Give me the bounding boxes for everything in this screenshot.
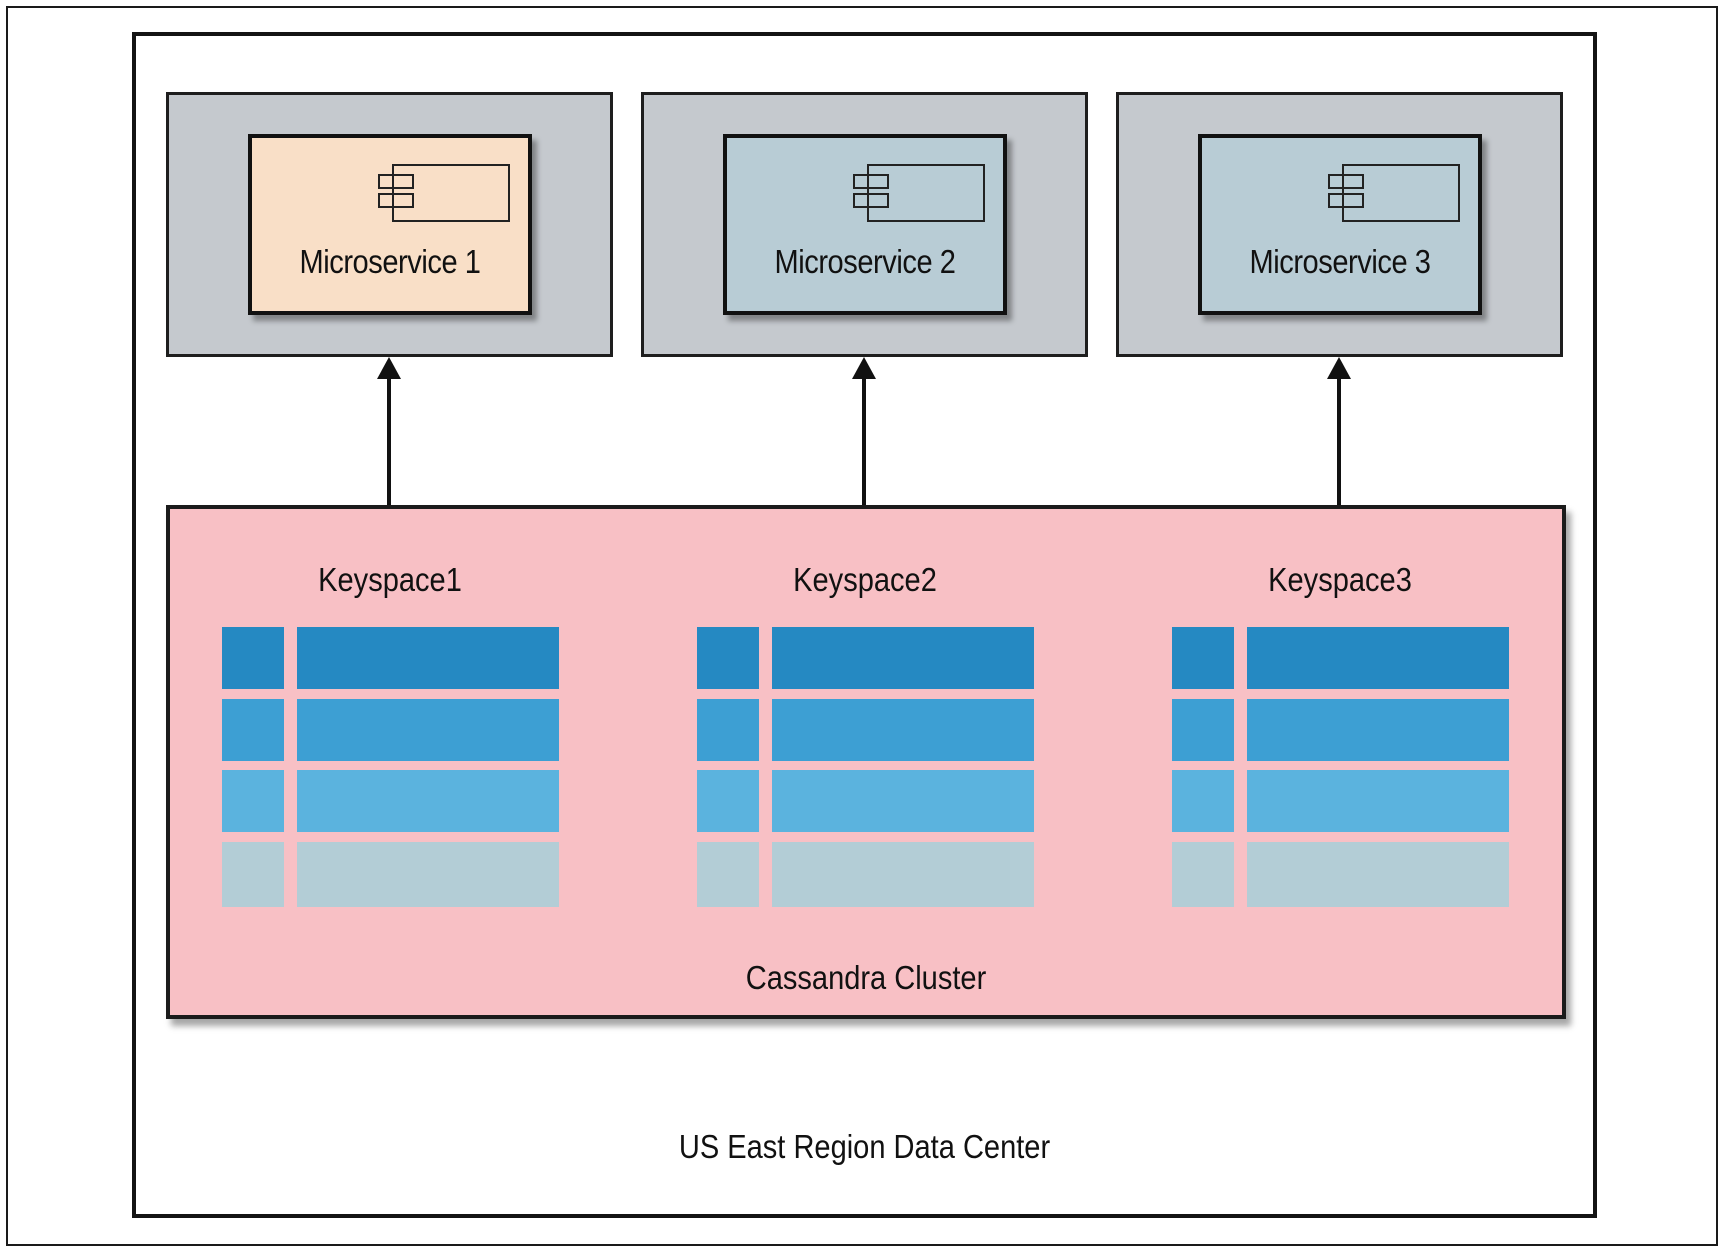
keyspace-table-2[interactable]: [697, 627, 1034, 909]
table-key-cell: [697, 842, 759, 907]
table-key-cell: [1172, 627, 1234, 689]
arrow-keyspace1-to-microservice1: [377, 357, 401, 507]
microservice-card-3[interactable]: Microservice 3: [1198, 134, 1482, 315]
arrow-keyspace3-to-microservice3: [1327, 357, 1351, 507]
table-key-cell: [222, 842, 284, 907]
table-value-cell: [772, 770, 1034, 832]
keyspace-label-1: Keyspace1: [318, 561, 462, 598]
table-value-cell: [1247, 770, 1509, 832]
table-value-cell: [297, 842, 559, 907]
table-value-cell: [1247, 699, 1509, 761]
microservice-label: Microservice 2: [774, 243, 956, 280]
table-key-cell: [1172, 699, 1234, 761]
table-key-cell: [697, 770, 759, 832]
table-value-cell: [772, 842, 1034, 907]
cassandra-cluster[interactable]: Keyspace1 Keyspace2 Keyspace3 Cassandra …: [166, 505, 1566, 1019]
table-key-cell: [697, 627, 759, 689]
table-value-cell: [772, 627, 1034, 689]
microservice-card-1[interactable]: Microservice 1: [248, 134, 532, 315]
component-icon: [1328, 164, 1460, 222]
microservice-label: Microservice 3: [1249, 243, 1431, 280]
component-icon: [378, 164, 510, 222]
keyspace-table-3[interactable]: [1172, 627, 1509, 909]
arrow-keyspace2-to-microservice2: [852, 357, 876, 507]
table-key-cell: [222, 627, 284, 689]
datacenter-label: US East Region Data Center: [678, 1128, 1051, 1165]
table-key-cell: [1172, 842, 1234, 907]
table-key-cell: [222, 699, 284, 761]
table-value-cell: [297, 770, 559, 832]
cluster-label: Cassandra Cluster: [745, 959, 987, 996]
table-value-cell: [772, 699, 1034, 761]
table-key-cell: [1172, 770, 1234, 832]
keyspace-label-2: Keyspace2: [793, 561, 937, 598]
keyspace-table-1[interactable]: [222, 627, 559, 909]
table-value-cell: [1247, 842, 1509, 907]
keyspace-label-3: Keyspace3: [1268, 561, 1412, 598]
table-key-cell: [222, 770, 284, 832]
table-value-cell: [297, 699, 559, 761]
microservice-label: Microservice 1: [299, 243, 481, 280]
table-value-cell: [1247, 627, 1509, 689]
component-icon: [853, 164, 985, 222]
table-key-cell: [697, 699, 759, 761]
table-value-cell: [297, 627, 559, 689]
microservice-card-2[interactable]: Microservice 2: [723, 134, 1007, 315]
